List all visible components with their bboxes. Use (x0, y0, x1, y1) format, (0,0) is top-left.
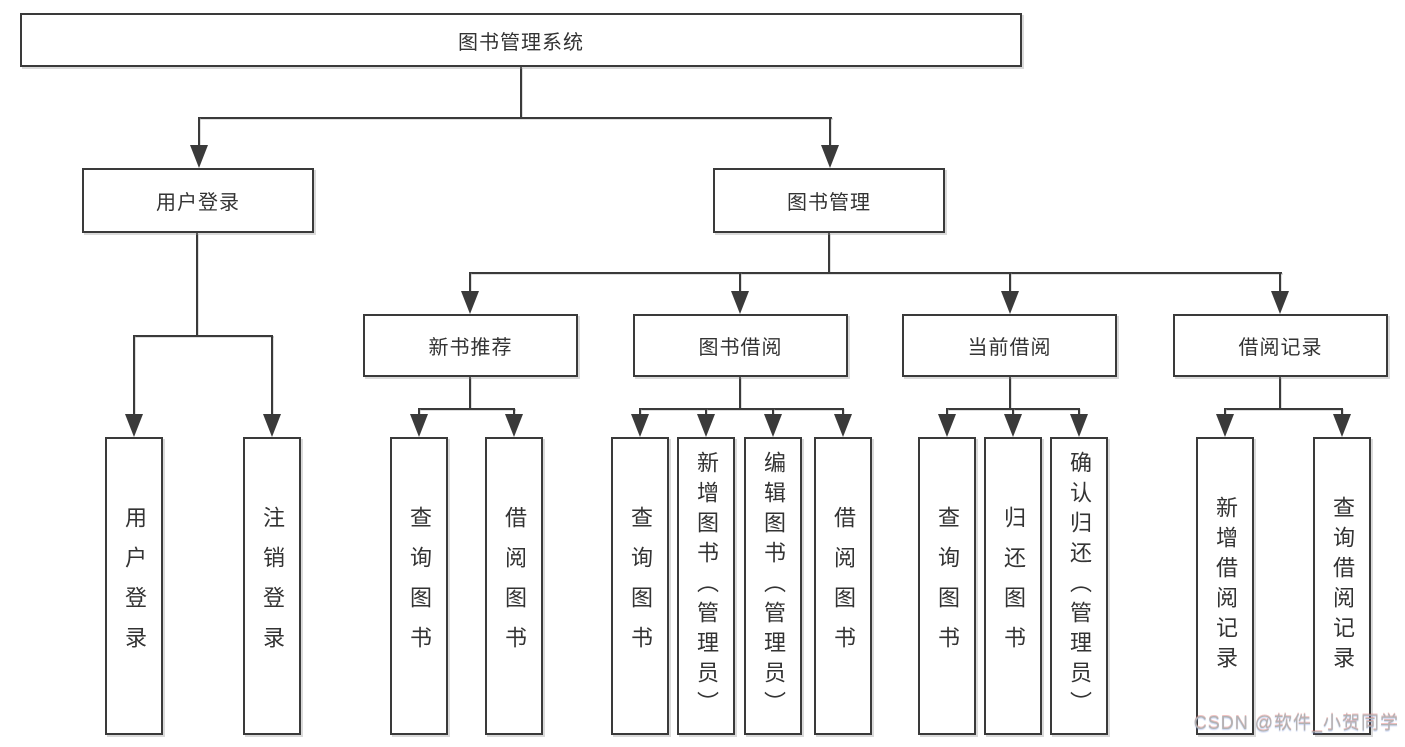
node-new-book-recommend-label: 新书推荐 (428, 337, 513, 359)
leaf-bw-edit-book-admin-label: 编辑图书（管理员） (761, 451, 786, 721)
node-book-borrow: 图书借阅 (633, 314, 848, 377)
node-root-label: 图书管理系统 (458, 31, 584, 54)
leaf-rec-add-record-label: 新增借阅记录 (1213, 496, 1238, 676)
node-user-login: 用户登录 (82, 168, 314, 233)
leaf-cur-confirm-return-admin: 确认归还（管理员） (1050, 437, 1108, 735)
leaf-nb-borrow-books: 借阅图书 (485, 437, 543, 735)
leaf-logout: 注销登录 (243, 437, 301, 735)
connector-new-book-trunk (469, 377, 471, 409)
connector-stem-current-borrow (1009, 272, 1011, 292)
arrowhead-bw-borrow (834, 414, 852, 437)
arrowhead-nb-borrow (505, 414, 523, 437)
connector-stem-bw-edit (772, 408, 774, 418)
connector-stem-bw-borrow (842, 408, 844, 418)
arrowhead-leaf-user-login (125, 414, 143, 437)
leaf-cur-return-books-label: 归还图书 (1001, 506, 1026, 666)
connector-root-trunk (520, 67, 522, 118)
arrowhead-bw-edit (764, 414, 782, 437)
leaf-nb-borrow-books-label: 借阅图书 (502, 506, 527, 666)
leaf-cur-return-books: 归还图书 (984, 437, 1042, 735)
connector-records-branch (1225, 408, 1342, 410)
arrowhead-leaf-logout (263, 414, 281, 437)
leaf-bw-edit-book-admin: 编辑图书（管理员） (744, 437, 802, 735)
node-book-borrow-label: 图书借阅 (698, 337, 783, 359)
connector-level2-branch (198, 117, 832, 119)
arrowhead-rec-add (1216, 414, 1234, 437)
arrowhead-rec-query (1333, 414, 1351, 437)
leaf-nb-query-books: 查询图书 (390, 437, 448, 735)
leaf-rec-add-record: 新增借阅记录 (1196, 437, 1254, 735)
leaf-rec-query-record-label: 查询借阅记录 (1330, 496, 1355, 676)
leaf-logout-label: 注销登录 (260, 506, 285, 666)
arrowhead-cur-query (938, 414, 956, 437)
connector-stem-bw-add (705, 408, 707, 418)
leaf-user-login-label: 用户登录 (122, 506, 147, 666)
arrowhead-new-book-recommend (461, 291, 479, 314)
connector-level3-branch (469, 272, 1282, 274)
connector-current-borrow-trunk (1009, 377, 1011, 409)
leaf-bw-add-book-admin-label: 新增图书（管理员） (694, 451, 719, 721)
arrowhead-nb-query (410, 414, 428, 437)
connector-user-login-trunk (196, 233, 198, 336)
connector-book-borrow-trunk (739, 377, 741, 409)
node-current-borrow-label: 当前借阅 (967, 337, 1052, 359)
node-borrow-records: 借阅记录 (1173, 314, 1388, 377)
arrowhead-bw-add (697, 414, 715, 437)
node-new-book-recommend: 新书推荐 (363, 314, 578, 377)
connector-book-management-trunk (828, 233, 830, 273)
leaf-bw-borrow-books-label: 借阅图书 (831, 506, 856, 666)
leaf-bw-borrow-books: 借阅图书 (814, 437, 872, 735)
connector-stem-leaf-logout (271, 335, 273, 415)
connector-records-trunk (1279, 377, 1281, 409)
connector-stem-cur-return (1012, 408, 1014, 418)
leaf-rec-query-record: 查询借阅记录 (1313, 437, 1371, 735)
arrowhead-bw-query (631, 414, 649, 437)
leaf-cur-confirm-return-admin-label: 确认归还（管理员） (1067, 451, 1092, 721)
connector-stem-user-login (198, 117, 200, 147)
connector-stem-borrow-records (1279, 272, 1281, 292)
connector-stem-rec-add (1224, 408, 1226, 418)
arrowhead-book-borrow (731, 291, 749, 314)
connector-stem-cur-query (946, 408, 948, 418)
leaf-nb-query-books-label: 查询图书 (407, 506, 432, 666)
connector-stem-nb-query (418, 408, 420, 418)
leaf-user-login: 用户登录 (105, 437, 163, 735)
connector-stem-nb-borrow (513, 408, 515, 418)
node-book-management: 图书管理 (713, 168, 945, 233)
connector-stem-leaf-user-login (133, 335, 135, 415)
arrowhead-current-borrow (1001, 291, 1019, 314)
connector-book-borrow-branch (640, 408, 843, 410)
arrowhead-book-management (821, 145, 839, 168)
arrowhead-cur-return (1004, 414, 1022, 437)
node-root: 图书管理系统 (20, 13, 1022, 67)
arrowhead-cur-confirm (1070, 414, 1088, 437)
leaf-cur-query-books-label: 查询图书 (935, 506, 960, 666)
arrowhead-user-login (190, 145, 208, 168)
connector-stem-new-book-recommend (469, 272, 471, 292)
leaf-bw-query-books: 查询图书 (611, 437, 669, 735)
node-book-management-label: 图书管理 (787, 192, 871, 214)
arrowhead-borrow-records (1271, 291, 1289, 314)
node-user-login-label: 用户登录 (156, 192, 240, 214)
connector-stem-book-management (829, 117, 831, 147)
connector-stem-cur-confirm (1078, 408, 1080, 418)
leaf-bw-add-book-admin: 新增图书（管理员） (677, 437, 735, 735)
connector-user-login-branch (133, 335, 273, 337)
leaf-bw-query-books-label: 查询图书 (628, 506, 653, 666)
leaf-cur-query-books: 查询图书 (918, 437, 976, 735)
connector-stem-bw-query (639, 408, 641, 418)
connector-new-book-branch (419, 408, 515, 410)
node-borrow-records-label: 借阅记录 (1238, 337, 1323, 359)
csdn-watermark: CSDN @软件_小贺同学 (1193, 713, 1399, 733)
connector-stem-rec-query (1341, 408, 1343, 418)
connector-stem-book-borrow (739, 272, 741, 292)
node-current-borrow: 当前借阅 (902, 314, 1117, 377)
